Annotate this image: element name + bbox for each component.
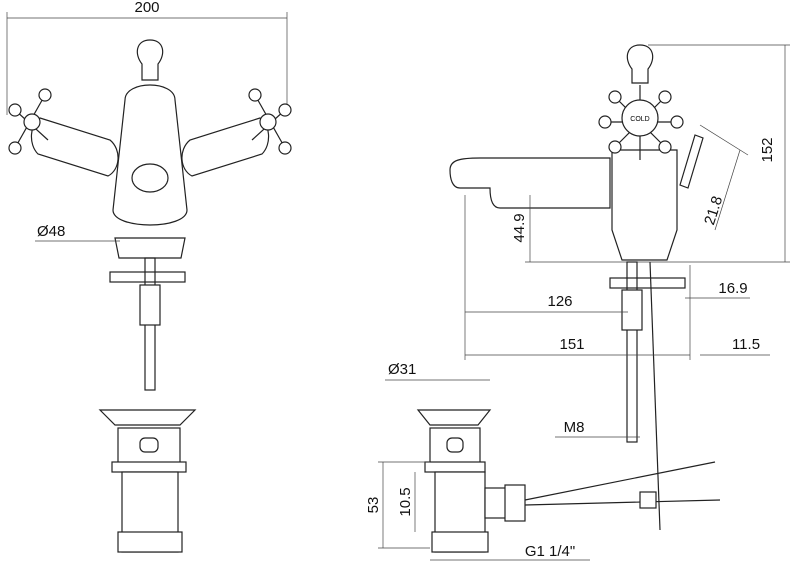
dim-height: 152	[759, 137, 776, 162]
dim-width: 200	[134, 0, 159, 16]
dim-lever: 21.8	[701, 194, 726, 227]
dim-stud-thread: M8	[564, 419, 585, 436]
side-view: COLD	[378, 44, 790, 561]
dim-overall-reach: 151	[559, 336, 584, 353]
dim-rod-offset: 11.5	[732, 336, 760, 353]
front-view	[6, 12, 292, 553]
left-cross-handle-icon	[8, 88, 52, 155]
dim-spout-reach: 126	[547, 293, 572, 310]
dim-base-diameter: Ø48	[37, 223, 65, 240]
dim-waste-height: 53	[365, 497, 382, 514]
dim-spout-height: 44.9	[511, 213, 528, 242]
dim-waste-thread: G1 1/4"	[525, 543, 575, 560]
dim-lever-offset: 16.9	[718, 280, 747, 297]
dim-thread-length: 10.5	[397, 487, 414, 516]
right-cross-handle-icon	[248, 88, 292, 155]
dim-flange-diameter: Ø31	[388, 361, 416, 378]
handle-logo-text: COLD	[630, 116, 649, 123]
side-cross-handle-icon: COLD	[598, 85, 684, 160]
